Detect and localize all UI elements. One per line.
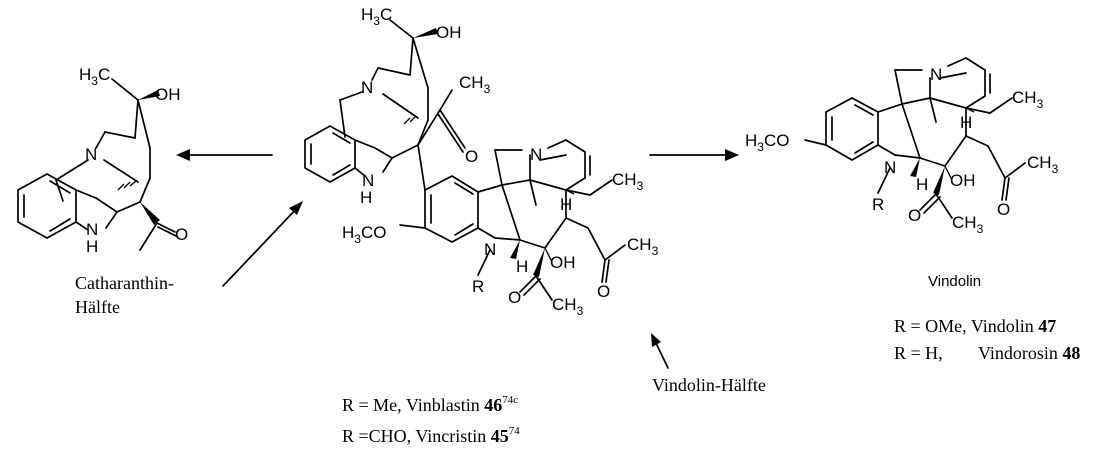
caption-vindolin-title: Vindolin — [928, 273, 981, 290]
center-acetyl-ch3-label: CH3 — [459, 73, 491, 96]
vindolin-acetyl-ch3-label: CH3 — [952, 213, 984, 236]
center-nh-h-label: H — [360, 188, 372, 207]
center-r-label: R — [472, 277, 484, 296]
nh-n-label: N — [86, 220, 98, 239]
center-ome-label: H3CO — [342, 223, 386, 246]
vindolin-ester-ch3-label: CH3 — [1027, 153, 1059, 176]
center-ethyl-ch3-label: CH3 — [612, 170, 644, 193]
vindolin-h-bottom-label: H — [916, 175, 928, 194]
center-oh-bottom-label: OH — [550, 253, 576, 272]
vindolin-oh-label: OH — [950, 171, 976, 190]
center-acetyl-ch3-2-label: CH3 — [552, 295, 584, 318]
center-acetyl-o-label: O — [465, 147, 478, 166]
caption-vinblastin: R = Me, Vinblastin 4674c — [342, 394, 518, 415]
center-oh-label: OH — [436, 23, 462, 42]
center-h-label: H — [560, 195, 572, 214]
oh-label: OH — [155, 85, 181, 104]
caption-catharanthin-line1: Catharanthin- — [75, 273, 174, 293]
vindolin-ester-o-label: O — [997, 200, 1010, 219]
vindolin-r-label: R — [872, 195, 884, 214]
center-n-bottom-label: N — [484, 240, 496, 259]
vindolin-ethyl-ch3-label: CH3 — [1012, 88, 1044, 111]
center-n-mid-label: N — [530, 145, 542, 164]
vindolin-ome-label: H3CO — [745, 131, 789, 154]
molecule-catharanthin-half: H3C OH N N H O — [17, 65, 188, 256]
vindolin-n-top-label: N — [930, 65, 942, 84]
caption-vincristin: R =CHO, Vincristin 4574 — [342, 425, 520, 446]
ch3-label: H3C — [79, 65, 110, 88]
carbonyl-o-label: O — [175, 225, 188, 244]
center-ester-o-label: O — [597, 282, 610, 301]
center-ester-ch3-label: CH3 — [627, 235, 659, 258]
nh-h-label: H — [86, 237, 98, 256]
center-acetyl-o2-label: O — [508, 288, 521, 307]
caption-catharanthin-line2: Hälfte — [75, 297, 120, 317]
molecule-vindolin: H3CO N CH3 H N H OH R CH3 O O CH3 — [745, 57, 1059, 236]
vindolin-acetyl-o-label: O — [908, 206, 921, 225]
arrow-to-catharanthin — [176, 149, 273, 161]
arrow-to-vindolin — [649, 149, 739, 161]
center-ch3-label: H3C — [361, 5, 392, 28]
caption-vindolin-47: R = OMe, Vindolin 47 — [894, 316, 1056, 336]
caption-vindorosin-48: R = H,Vindorosin 48 — [894, 343, 1080, 363]
arrow-from-vindolin-half-caption — [651, 333, 669, 369]
caption-vindolin-half: Vindolin-Hälfte — [652, 375, 766, 395]
arrow-from-catharanthin-caption — [222, 201, 303, 287]
vindolin-n-bottom-label: N — [884, 158, 896, 177]
center-h-bottom-label: H — [516, 257, 528, 276]
n-label: N — [85, 145, 97, 164]
center-nh-n-label: N — [362, 171, 374, 190]
molecule-vinblastin: H3C OH N CH3 O N H N CH3 H H3CO N H OH R… — [304, 5, 659, 318]
center-n-top-label: N — [361, 78, 373, 97]
vindolin-h-label: H — [960, 113, 972, 132]
